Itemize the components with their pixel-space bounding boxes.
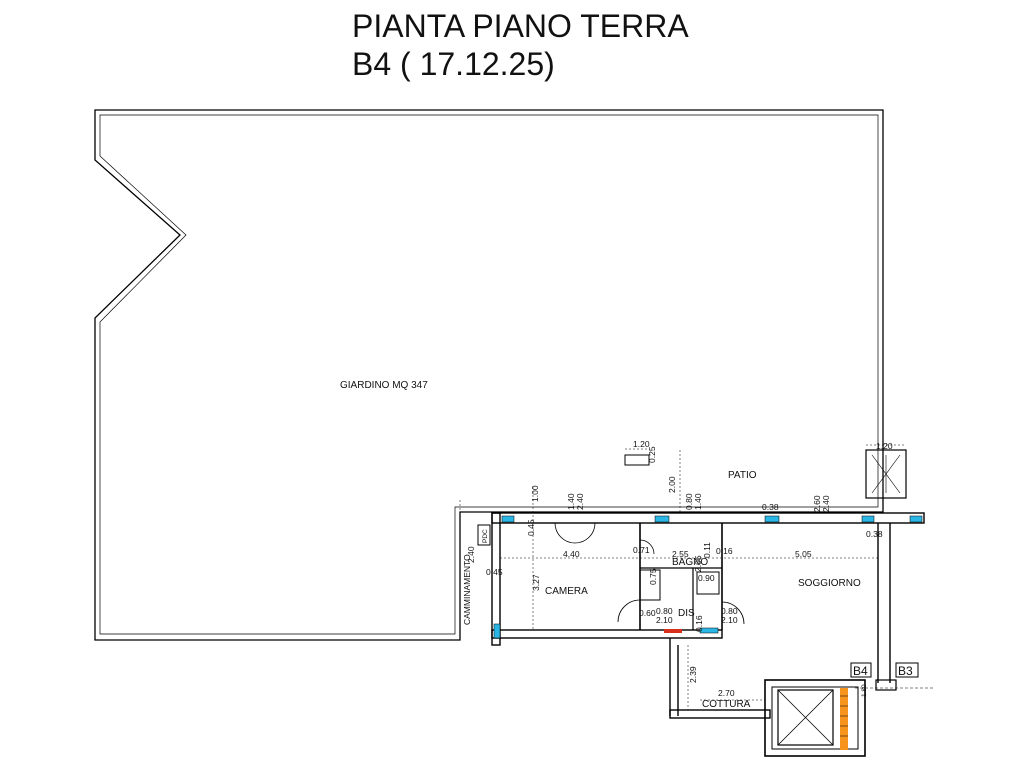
svg-text:0.80: 0.80 xyxy=(656,606,673,616)
unit-box-b4 xyxy=(850,662,872,678)
unit-box-b3 xyxy=(895,662,919,678)
drawing-subtitle: B4 ( 17.12.25) xyxy=(352,46,555,82)
pdc-label: PDC xyxy=(482,529,489,543)
svg-text:2.40: 2.40 xyxy=(821,495,831,512)
doors xyxy=(554,522,745,625)
room-label-bathroom: BAGNO xyxy=(672,557,708,568)
svg-text:2.39: 2.39 xyxy=(688,666,698,683)
dimension-labels: 1.20 0.25 1.20 2.00 1.00 1.40 2.40 0.80 … xyxy=(466,439,893,698)
patio-pillar-left xyxy=(624,454,650,466)
room-label-hall: DIS xyxy=(678,608,695,619)
svg-text:0.45: 0.45 xyxy=(526,519,536,536)
garden-boundary xyxy=(94,109,884,641)
north-wall xyxy=(491,512,925,524)
svg-text:0.38: 0.38 xyxy=(762,502,779,512)
drawing-title: PIANTA PIANO TERRA xyxy=(352,8,689,44)
svg-text:1.40: 1.40 xyxy=(693,493,703,510)
svg-text:0.60: 0.60 xyxy=(639,608,656,618)
building-walls xyxy=(491,512,935,757)
room-label-living: SOGGIORNO xyxy=(798,578,861,589)
pdc-box xyxy=(477,524,491,546)
door-threshold xyxy=(664,629,682,633)
svg-text:1.20: 1.20 xyxy=(876,441,893,451)
svg-text:1.80: 1.80 xyxy=(861,684,868,697)
room-label-walkway: CAMMINAMENTO xyxy=(462,554,472,625)
west-wall xyxy=(491,512,501,646)
room-label-patio: PATIO xyxy=(728,470,757,481)
svg-text:0.11: 0.11 xyxy=(702,542,712,558)
svg-text:4.40: 4.40 xyxy=(563,549,580,559)
svg-text:0.90: 0.90 xyxy=(698,573,715,583)
svg-text:0.80: 0.80 xyxy=(721,606,738,616)
stair-strip xyxy=(840,688,848,750)
patio-pillar-right xyxy=(865,449,907,499)
svg-text:2.40: 2.40 xyxy=(466,546,476,563)
svg-text:5.05: 5.05 xyxy=(795,549,812,559)
svg-text:2.60: 2.60 xyxy=(812,495,822,512)
svg-text:1.40: 1.40 xyxy=(566,493,576,510)
svg-text:2.40: 2.40 xyxy=(575,493,585,510)
svg-text:0.80: 0.80 xyxy=(684,493,694,510)
svg-text:0.71: 0.71 xyxy=(633,545,650,555)
svg-text:2.05: 2.05 xyxy=(693,555,703,572)
svg-text:3.27: 3.27 xyxy=(531,574,541,591)
svg-text:1.00: 1.00 xyxy=(530,485,540,502)
svg-text:2.10: 2.10 xyxy=(656,615,673,625)
svg-text:1.20: 1.20 xyxy=(633,439,650,449)
svg-text:0.75: 0.75 xyxy=(648,568,658,585)
svg-text:0.38: 0.38 xyxy=(866,529,883,539)
svg-text:2.55: 2.55 xyxy=(672,549,689,559)
svg-text:0.16: 0.16 xyxy=(694,615,704,632)
windows xyxy=(493,515,923,639)
svg-text:0.45: 0.45 xyxy=(486,567,503,577)
garden-boundary-inner xyxy=(99,114,879,635)
room-label-garden: GIARDINO MQ 347 xyxy=(340,380,428,391)
dimension-lines xyxy=(459,444,906,710)
svg-text:0.16: 0.16 xyxy=(716,546,733,556)
room-label-bedroom: CAMERA xyxy=(545,586,588,597)
svg-text:0.25: 0.25 xyxy=(647,446,657,463)
south-wall xyxy=(491,629,723,639)
unit-label-b3: B3 xyxy=(898,664,913,678)
svg-text:2.00: 2.00 xyxy=(667,476,677,493)
svg-text:2.10: 2.10 xyxy=(721,615,738,625)
room-label-kitchen: COTTURA xyxy=(702,699,751,710)
unit-label-b4: B4 xyxy=(853,664,868,678)
svg-text:2.70: 2.70 xyxy=(718,688,735,698)
